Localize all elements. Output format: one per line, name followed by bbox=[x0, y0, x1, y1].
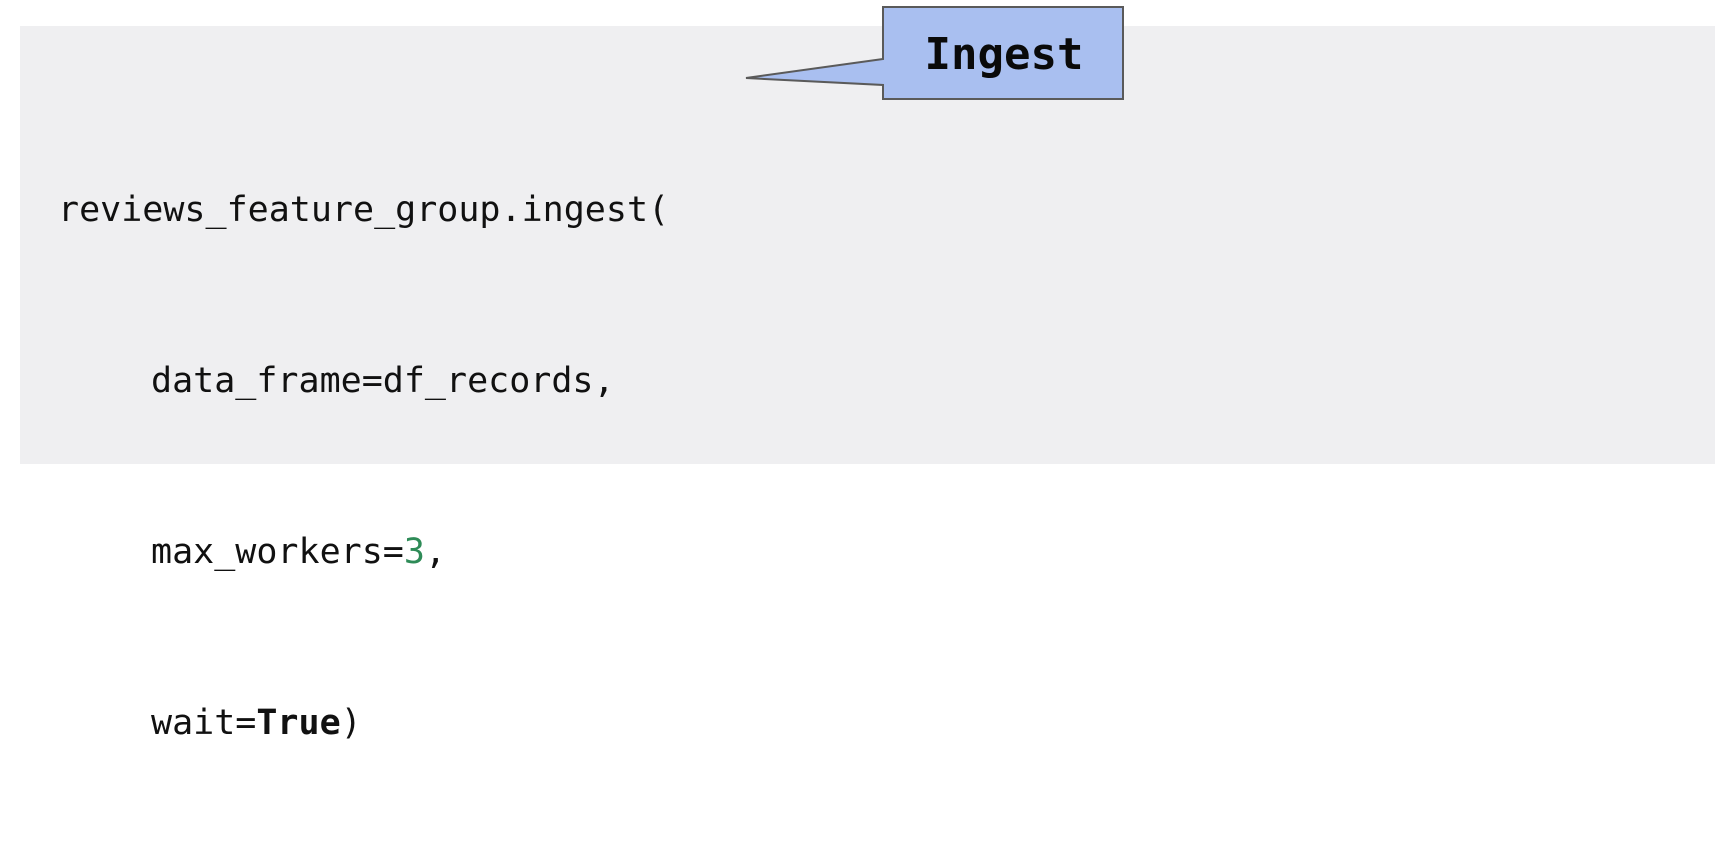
code-block: reviews_feature_group.ingest( data_frame… bbox=[58, 68, 669, 866]
code-line-1-text: reviews_feature_group.ingest( bbox=[58, 190, 670, 230]
code-line-1: reviews_feature_group.ingest( bbox=[58, 182, 669, 239]
code-panel: reviews_feature_group.ingest( data_frame… bbox=[20, 26, 1715, 743]
code-line-3-prefix: max_workers= bbox=[151, 532, 404, 572]
code-line-4: wait=True) bbox=[58, 695, 669, 752]
code-line-4-suffix: ) bbox=[340, 703, 362, 743]
code-line-4-prefix: wait= bbox=[151, 703, 257, 743]
code-line-2: data_frame=df_records, bbox=[58, 353, 669, 410]
code-line-3-number: 3 bbox=[403, 532, 425, 572]
code-line-2-text: data_frame=df_records, bbox=[151, 361, 615, 401]
code-line-4-keyword: True bbox=[256, 703, 341, 743]
code-line-3-suffix: , bbox=[424, 532, 447, 572]
code-line-3: max_workers=3, bbox=[58, 524, 669, 581]
callout-label: Ingest bbox=[924, 28, 1084, 80]
